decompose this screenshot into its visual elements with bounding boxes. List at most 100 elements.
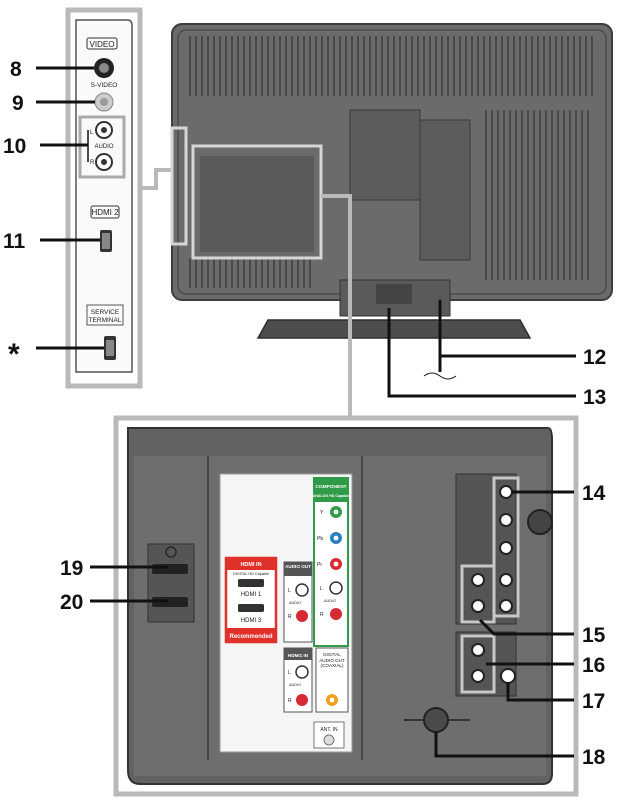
side-inset-connector: [140, 168, 172, 190]
callout-17: 17: [582, 690, 605, 713]
component-audio-l-label: L: [320, 586, 323, 592]
tv-right-block: [419, 119, 471, 261]
cable-clamp: [527, 509, 553, 535]
jack-17: [500, 668, 516, 684]
right-jack-frame-15: [460, 564, 496, 624]
component-audio-r-jack: [330, 608, 342, 620]
right-jack-frame-14: [492, 476, 520, 618]
tv-stand-base: [256, 319, 532, 339]
svideo-label: S-VIDEO: [91, 82, 118, 89]
jack-14-b: [499, 513, 513, 527]
rear-callout-lines: [90, 490, 574, 758]
left-callout-lines: [36, 66, 104, 350]
hdmi-side-block: [147, 543, 195, 623]
audio-out-r-jack: [296, 610, 308, 622]
callout-18: 18: [582, 746, 606, 769]
video-jack-inner: [100, 98, 108, 106]
hdmi3-label: HDMI 3: [241, 618, 262, 624]
jack-14-e: [499, 599, 513, 613]
jack-14-d: [499, 573, 513, 587]
line-15: [478, 618, 574, 636]
hdmi-in-header: [226, 558, 276, 570]
line-17: [506, 682, 574, 702]
callout-20: 20: [60, 591, 83, 614]
service-port-inner: [106, 340, 114, 356]
component-pb-label: Pb: [317, 536, 323, 542]
callout-12: 12: [583, 346, 606, 369]
hdmi1-in-audio-header: [284, 648, 312, 660]
side-audio-label: AUDIO: [94, 144, 113, 150]
tv-center-block: [349, 109, 421, 201]
audio-r-jack-inner: [101, 159, 107, 165]
side-panel-inset: VIDEO S-VIDEO AUDIO L R HDMI 2 SERVICE T…: [65, 7, 143, 389]
callout-19: 19: [60, 557, 83, 580]
ant-in-label: ANT. IN: [320, 727, 338, 733]
side-audio-r-label: R: [90, 160, 95, 166]
recommended-banner: [226, 628, 276, 642]
jack-16-b: [471, 669, 485, 683]
callout-10: 10: [3, 135, 26, 158]
component-pr-jack-inner: [333, 561, 339, 567]
side-audio-l-label: L: [90, 130, 94, 136]
component-y-label: Y: [320, 510, 324, 516]
hdmi1-in-audio-r-label: R: [288, 698, 292, 704]
digital-audio-jack-inner: [329, 697, 335, 703]
audio-out-header: [284, 562, 312, 576]
jack-14-c: [499, 541, 513, 555]
tv-side-highlight: [170, 126, 188, 246]
component-audio-r-label: R: [320, 612, 324, 618]
power-cord-break: [423, 372, 457, 380]
hdmi1-in-audio-l-label: L: [288, 670, 291, 676]
component-label: COMPONENT: [315, 484, 346, 490]
digital-audio-label: DIGITAL AUDIO OUT (COAXIAL): [319, 652, 345, 669]
tv-stand-connectors: [376, 284, 412, 304]
hdmi1-label: HDMI 1: [241, 592, 262, 598]
callout-9: 9: [12, 92, 24, 115]
recommended-label: Recommended: [229, 634, 272, 640]
tv-vents: [189, 36, 593, 288]
callout-star: *: [8, 338, 20, 371]
component-sublabel: ANALOG HD Capable: [313, 494, 350, 498]
video-label: VIDEO: [90, 40, 115, 49]
callout-14: 14: [582, 482, 606, 505]
audio-out-r-label: R: [288, 614, 292, 620]
tv-rear-view: [170, 23, 613, 380]
callout-11: 11: [3, 230, 26, 253]
component-audio-label: AUDIO: [324, 599, 336, 603]
jack-15-b: [471, 599, 485, 613]
callout-15: 15: [582, 624, 606, 647]
callout-16: 16: [582, 654, 605, 677]
callout-8: 8: [10, 58, 22, 81]
service-label-2: TERMINAL: [89, 317, 122, 324]
jack-15-a: [471, 573, 485, 587]
hdmi-side-screw: [165, 546, 177, 558]
side-panel-body: [75, 19, 133, 373]
callout-13: 13: [583, 386, 606, 409]
component-audio-l-jack: [329, 581, 343, 595]
stand-mount: [423, 707, 449, 733]
hdmi1-in-audio-label: HDMI1 IN: [288, 653, 309, 658]
audio-l-jack-inner: [101, 127, 107, 133]
component-y-jack-inner: [333, 509, 339, 515]
service-label-box: [86, 304, 124, 326]
jack-16-a: [471, 643, 485, 657]
hdmi-in-label: HDMI IN: [240, 562, 261, 568]
rear-panel-inset: HDMI IN DIGITAL HD Capable HDMI 1 HDMI 3…: [113, 415, 579, 797]
svideo-jack-inner: [99, 63, 109, 73]
digital-audio-label-wrap: DIGITAL AUDIO OUT (COAXIAL): [319, 652, 345, 669]
audio-out-label: AUDIO OUT: [285, 564, 311, 569]
side-panel-frame: [65, 7, 143, 389]
component-header: [314, 478, 348, 502]
ant-in-jack: [323, 734, 335, 746]
line-18: [434, 732, 574, 758]
audio-out-l-jack: [295, 583, 309, 597]
audio-out-audio-label: AUDIO: [289, 601, 301, 605]
component-pr-label: Pr: [317, 562, 322, 568]
hdmi-in-sublabel: DIGITAL HD Capable: [233, 572, 269, 576]
hdmi1-in-audio-r-jack: [296, 694, 308, 706]
component-pb-jack-inner: [333, 535, 339, 541]
rear-inset-connector: [321, 194, 352, 416]
audio-out-l-label: L: [288, 588, 291, 594]
hdmi2-label-box: [90, 205, 120, 219]
audio-jack-frame: [78, 115, 126, 179]
